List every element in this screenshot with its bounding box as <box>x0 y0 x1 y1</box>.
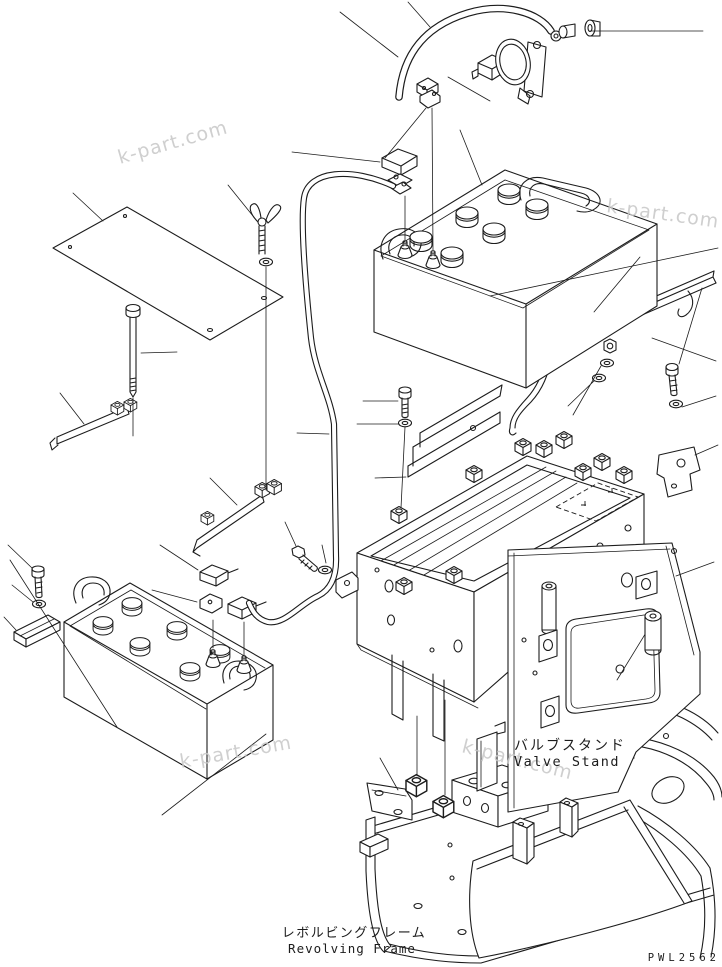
cover-plate <box>52 206 284 341</box>
wing-bolt <box>249 203 282 267</box>
horn <box>495 38 547 105</box>
bar-hardware <box>591 290 694 409</box>
battery-cable <box>245 170 397 626</box>
frame-boss <box>644 610 662 656</box>
frame-posts <box>405 773 579 865</box>
bracket-bolt <box>397 386 413 428</box>
center-bolt <box>291 545 333 575</box>
grommets <box>558 19 601 39</box>
corner-bracket <box>656 446 701 498</box>
wiring-harness <box>395 4 601 109</box>
side-bracket <box>407 384 503 478</box>
upper-battery <box>373 169 658 389</box>
branch-connector <box>416 77 441 109</box>
terminal-connectors <box>199 564 267 620</box>
drawing-code: PWL2562 <box>648 952 720 964</box>
frame-bar-lower <box>192 478 282 557</box>
frame-bar-upper <box>49 397 138 451</box>
watermark: k-part.com <box>115 116 230 168</box>
cable-clip <box>335 571 359 599</box>
lower-battery <box>63 576 274 780</box>
revolving-frame-label-jp: レボルビングフレーム <box>282 926 427 941</box>
battery-terminal-clamp-upper <box>381 148 418 195</box>
long-bolt <box>125 303 141 398</box>
spacer-block <box>13 614 61 648</box>
valve-stand-label-jp: バルブスタンド <box>514 737 626 754</box>
revolving-frame-label-en: Revolving Frame <box>288 941 416 956</box>
valve-stand-label-en: Valve Stand <box>514 754 620 770</box>
spacer-block-frame <box>359 833 389 858</box>
valve-stand <box>476 542 701 813</box>
labels: バルブスタンド Valve Stand レボルビングフレーム Revolving… <box>282 737 720 964</box>
frame-bracket <box>366 782 413 821</box>
mount-bolt <box>31 565 47 609</box>
leader-lines <box>3 1 719 816</box>
